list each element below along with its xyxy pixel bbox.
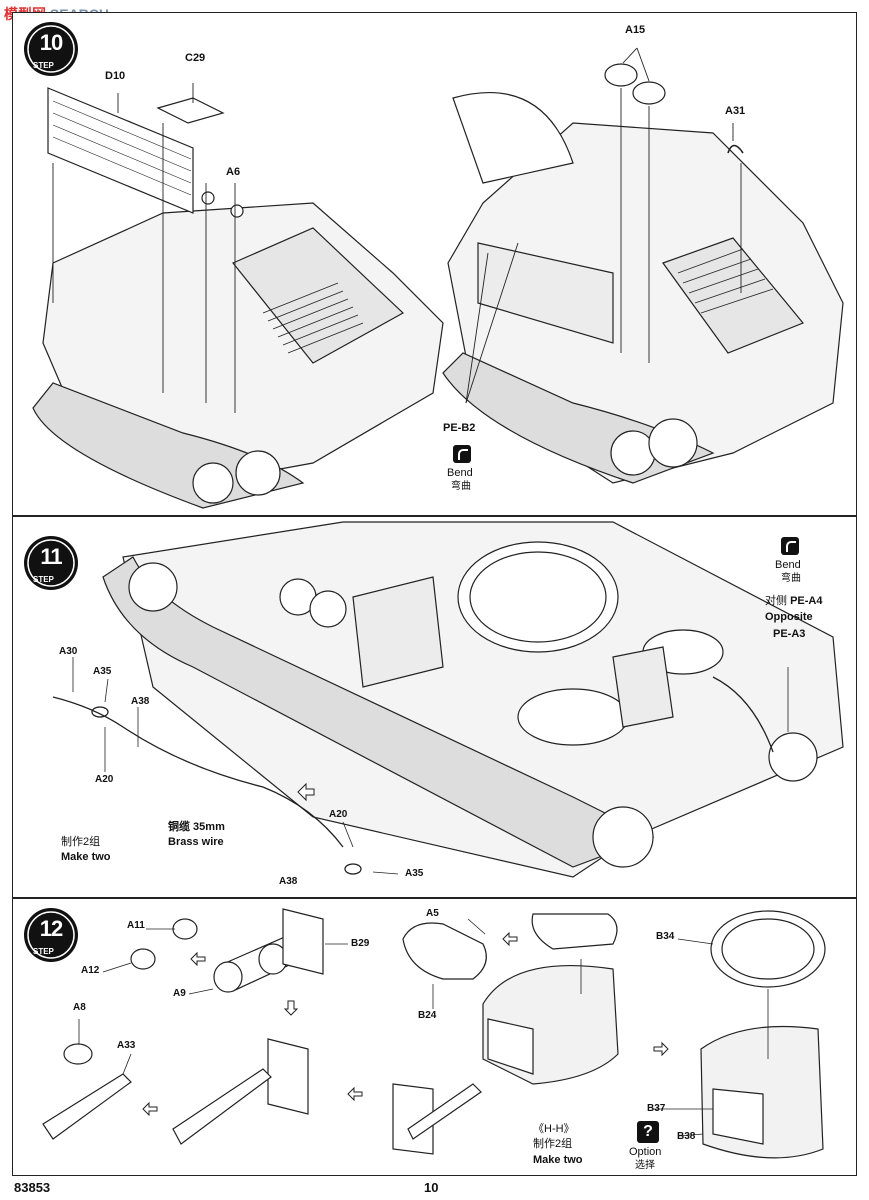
bend-icon-step11 [781, 537, 799, 555]
label-a8: A8 [73, 1002, 86, 1013]
option-label-en: Option [629, 1146, 662, 1158]
make-two-label-en: Make two [61, 851, 111, 863]
step-10-word: STEP [33, 61, 54, 70]
label-b34: B34 [656, 931, 675, 942]
step-10-drawing [32, 47, 844, 509]
label-a33: A33 [117, 1040, 136, 1051]
opposite-label-en: Opposite [765, 611, 813, 623]
brass-wire-label-en: Brass wire [168, 836, 224, 848]
step-11-badge: 11 STEP [23, 535, 79, 591]
label-a30: A30 [59, 646, 78, 657]
label-a12: A12 [81, 965, 100, 976]
label-pe-b2: PE-B2 [443, 422, 476, 434]
bend-label-zh-step11: 弯曲 [781, 573, 801, 584]
bend-icon [453, 445, 471, 463]
label-a35-bottom: A35 [405, 868, 424, 879]
bend-label-en-step11: Bend [775, 559, 801, 571]
label-a6: A6 [226, 166, 241, 178]
label-a38-bottom: A38 [279, 876, 298, 887]
label-a9: A9 [173, 988, 186, 999]
step-12-number: 12 [39, 916, 63, 941]
label-a35-top: A35 [93, 666, 112, 677]
bend-label-en: Bend [447, 467, 473, 479]
label-a20-right: A20 [329, 809, 348, 820]
step-11-drawing [52, 521, 844, 878]
option-icon: ? [637, 1121, 659, 1143]
label-a15: A15 [625, 24, 646, 36]
step-12-word: STEP [33, 947, 54, 956]
bend-label-zh: 弯曲 [451, 481, 471, 492]
make-two-label-en-step12: Make two [533, 1154, 583, 1166]
step-10-badge: 10 STEP [23, 21, 79, 77]
brass-wire-label-zh: 铜缆 35mm [168, 821, 225, 833]
product-code: 83853 [14, 1180, 51, 1195]
page-number: 10 [424, 1180, 439, 1195]
step-12-drawing [42, 908, 826, 1159]
step-10-number: 10 [39, 30, 63, 55]
opposite-label: 对侧 PE-A4 [765, 596, 822, 607]
step-11-panel: 11 STEP A30 A35 A38 A20 铜缆 35mm Brass wi… [12, 516, 857, 898]
label-b37: B37 [647, 1103, 666, 1114]
option-label-zh: 选择 [635, 1160, 655, 1171]
make-two-label-zh-step12: 制作2组 [533, 1138, 573, 1150]
step-11-number: 11 [40, 544, 62, 569]
opposite-zh: 对侧 [765, 595, 787, 607]
hh-label: 《H-H》 [533, 1123, 575, 1135]
label-a20-left: A20 [95, 774, 114, 785]
step-11-word: STEP [33, 575, 54, 584]
label-a5: A5 [426, 908, 439, 919]
step-12-panel: 12 STEP A11 A12 A9 B29 A5 B24 B34 A8 A33… [12, 898, 857, 1176]
label-a31: A31 [725, 105, 746, 117]
label-b29: B29 [351, 938, 370, 949]
label-d10: D10 [105, 70, 126, 82]
step-10-panel: 10 STEP C29 D10 A6 A15 A31 PE-B2 Bend 弯曲 [12, 12, 857, 516]
opposite-code: PE-A4 [790, 595, 823, 607]
label-b24: B24 [418, 1010, 437, 1021]
label-c29: C29 [185, 52, 206, 64]
make-two-label-zh: 制作2组 [61, 836, 101, 848]
label-a11: A11 [127, 920, 145, 931]
label-b38: B38 [677, 1131, 696, 1142]
label-pe-a3: PE-A3 [773, 628, 806, 640]
label-a38-top: A38 [131, 696, 150, 707]
step-12-badge: 12 STEP [23, 907, 79, 963]
